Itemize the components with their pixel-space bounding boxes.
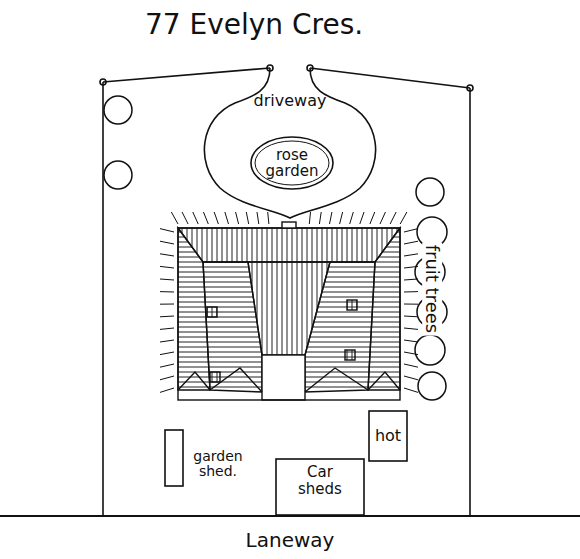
driveway-area: driveway rose garden [195,68,385,220]
hut-box: hot [368,410,408,462]
garden-shed: garden shed. [160,428,252,488]
fruit-trees-label: fruit trees [422,243,442,336]
property-boundary [0,65,580,516]
node-label: hot [375,427,401,445]
rose-garden-bed: rose garden [250,136,334,190]
plan-title: 77 Evelyn Cres. [145,10,363,41]
node-label: Car sheds [290,464,350,497]
node-label: driveway [254,92,327,110]
laneway-label: Laneway [246,529,335,551]
car-shed-box: Car sheds [275,458,365,516]
node-label: rose garden [261,147,323,180]
house-roof [178,222,400,400]
trees [104,96,447,400]
node-label: garden shed. [188,449,248,480]
